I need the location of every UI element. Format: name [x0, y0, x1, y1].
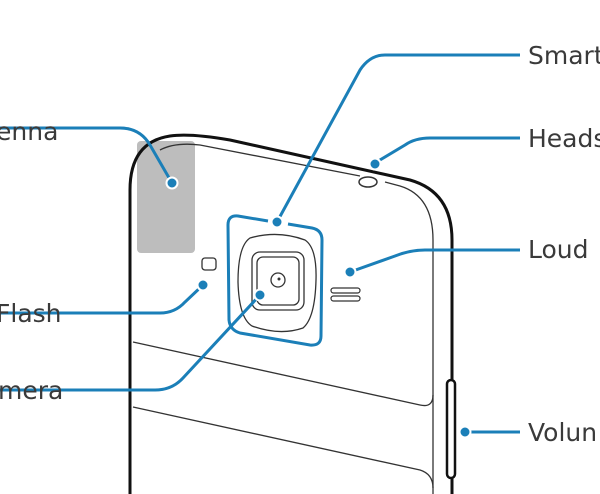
camera-housing: [251, 251, 305, 311]
headset-jack: [358, 176, 378, 188]
phone-outline: [128, 133, 454, 494]
smart-leader: [275, 53, 520, 223]
speaker-grille: [330, 287, 361, 294]
speaker-dot: [343, 265, 357, 279]
volume-label: Volun: [528, 418, 598, 447]
panel-line: [132, 341, 434, 407]
camera-lens: [270, 272, 286, 288]
camera-label: mera: [0, 376, 64, 405]
flash-leader: [0, 283, 205, 315]
phone-inner-edge: [159, 143, 434, 494]
antenna-area: [137, 141, 195, 253]
leader-lines: [0, 53, 520, 434]
speaker-label: Loud: [528, 235, 589, 264]
speaker-grille: [330, 295, 361, 302]
headset-dot: [368, 157, 382, 171]
smart-label: Smart: [528, 41, 600, 70]
sensor-frame: [226, 214, 324, 347]
camera-module: [237, 233, 317, 333]
flash-lamp: [201, 257, 217, 271]
camera-housing-inner: [256, 256, 300, 306]
volume-dot: [458, 425, 472, 439]
headset-leader: [374, 136, 520, 165]
headset-label: Heads: [528, 124, 600, 153]
camera-leader: [0, 293, 262, 392]
speaker-leader: [349, 248, 520, 274]
panel-line: [132, 406, 434, 489]
volume-key: [445, 378, 457, 480]
antenna-dot: [165, 176, 179, 190]
flash-dot: [196, 278, 210, 292]
antenna-leader: [0, 126, 174, 184]
camera-dot: [253, 288, 267, 302]
flash-label: Flash: [0, 299, 62, 328]
camera-lens-center: [277, 277, 281, 281]
smart-dot: [270, 215, 284, 229]
antenna-label: enna: [0, 117, 59, 146]
